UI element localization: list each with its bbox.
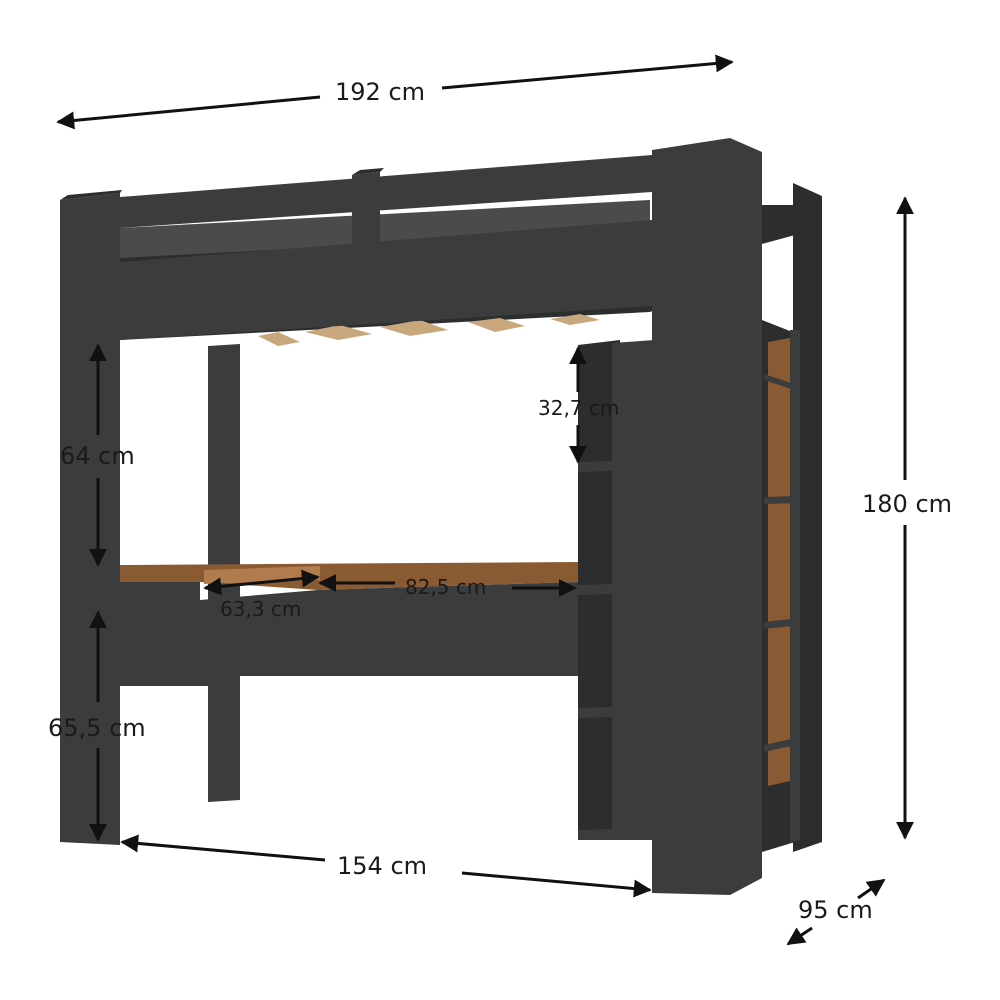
label-desk-depth: 63,3 cm (220, 597, 301, 621)
label-inner-length: 154 cm (337, 852, 427, 880)
label-total-width: 192 cm (335, 78, 425, 106)
dimension-labels: 192 cm 180 cm 95 cm 64 cm 65,5 cm 32,7 c… (48, 78, 952, 924)
label-total-height: 180 cm (862, 490, 952, 518)
dimension-arrows (56, 54, 914, 946)
loft-bed-illustration (60, 138, 822, 895)
label-shelf-height: 32,7 cm (538, 396, 619, 420)
label-under-bed-height: 64 cm (60, 442, 135, 470)
label-desk-width: 82,5 cm (405, 575, 486, 599)
label-depth: 95 cm (798, 896, 873, 924)
label-desk-height: 65,5 cm (48, 714, 146, 742)
